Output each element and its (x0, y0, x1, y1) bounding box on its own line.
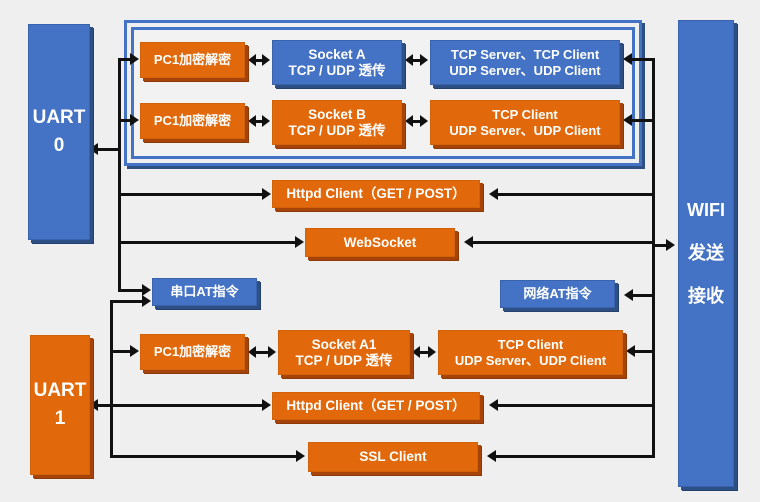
socket-b-network-line1: TCP Client (492, 107, 558, 123)
uart0-return-arrow (89, 143, 98, 155)
wifi-bus-vertical (652, 58, 655, 458)
socket-a1-network-line2: UDP Server、UDP Client (454, 352, 607, 368)
socket-a1-line1: Socket A1 (311, 336, 377, 352)
pc1-crypto-socket-b[interactable]: PC1加密解密 (140, 103, 245, 139)
pc1-crypto-socket-a1-label: PC1加密解密 (153, 344, 232, 360)
wifi-bus-to-wifi (652, 244, 668, 247)
wifi-bus-branch-websocket-arrow (464, 236, 473, 248)
wifi-bus-branch-httpd1-arrow (489, 399, 498, 411)
socket-b-network-roles[interactable]: TCP Client UDP Server、UDP Client (430, 100, 620, 145)
uart1-block[interactable]: UART 1 (30, 335, 90, 475)
uart1-branch-httpd-arrow (262, 399, 271, 411)
uart0-branch-websocket-arrow (295, 236, 304, 248)
wifi-bus-branch-row2 (631, 119, 655, 122)
pc1-crypto-socket-b-label: PC1加密解密 (153, 113, 232, 129)
uart0-block[interactable]: UART 0 (28, 24, 90, 240)
uart0-branch-row1-arrow (130, 53, 139, 65)
ssl-client-block[interactable]: SSL Client (308, 442, 478, 472)
socket-a-line1: Socket A (308, 46, 366, 62)
network-at-command-label: 网络AT指令 (523, 286, 592, 302)
uart1-label-line1: UART (33, 379, 87, 401)
uart0-label-line1: UART (32, 106, 86, 128)
wifi-bus-branch-httpd1 (497, 404, 655, 407)
uart1-branch-httpd (97, 404, 264, 407)
wifi-bus-branch-httpd0-arrow (489, 188, 498, 200)
websocket-label: WebSocket (343, 234, 417, 250)
wifi-block[interactable]: WIFI 发送 接收 (678, 20, 734, 487)
uart1-branch-serial-at-arrow (142, 295, 151, 307)
socket-a-network-bidir (405, 54, 428, 66)
uart0-label-line2: 0 (53, 135, 65, 156)
websocket-block[interactable]: WebSocket (305, 228, 455, 257)
uart0-branch-serial-at (118, 289, 144, 292)
wifi-label-line3: 接收 (688, 286, 724, 307)
wifi-bus-branch-ssl-arrow (487, 450, 496, 462)
crypto-socket-b-bidir (248, 115, 270, 127)
wifi-bus-branch-network-at (632, 294, 655, 297)
socket-b-block[interactable]: Socket B TCP / UDP 透传 (272, 100, 402, 145)
socket-a-network-roles[interactable]: TCP Server、TCP Client UDP Server、UDP Cli… (430, 40, 620, 85)
serial-at-command-label: 串口AT指令 (170, 284, 239, 300)
socket-a-block[interactable]: Socket A TCP / UDP 透传 (272, 40, 402, 85)
socket-a1-network-roles[interactable]: TCP Client UDP Server、UDP Client (438, 330, 623, 375)
uart0-branch-httpd (118, 193, 264, 196)
socket-b-line1: Socket B (308, 106, 366, 122)
wifi-bus-branch-websocket (472, 241, 655, 244)
uart1-branch-ssl (110, 455, 298, 458)
uart1-branch-ssl-arrow (296, 450, 305, 462)
uart0-branch-websocket (118, 241, 297, 244)
crypto-socket-a1-bidir (248, 346, 276, 358)
socket-a1-block[interactable]: Socket A1 TCP / UDP 透传 (278, 330, 410, 375)
wifi-bus-branch-a1-arrow (626, 345, 635, 357)
uart1-bus-vertical (110, 300, 113, 458)
uart1-label-line2: 1 (54, 408, 66, 429)
wifi-bus-branch-httpd0 (497, 193, 655, 196)
socket-b-network-line2: UDP Server、UDP Client (449, 122, 601, 138)
uart0-return-line (97, 148, 121, 151)
ssl-client-label: SSL Client (359, 449, 427, 465)
wifi-bus-branch-a1 (634, 350, 655, 353)
socket-a1-network-bidir (412, 346, 436, 358)
wifi-label-line2: 发送 (688, 242, 724, 263)
pc1-crypto-socket-a1[interactable]: PC1加密解密 (140, 334, 245, 370)
uart0-branch-serial-at-arrow (142, 284, 151, 296)
wifi-bus-to-wifi-arrow (666, 239, 675, 251)
socket-a-network-line2: UDP Server、UDP Client (449, 62, 601, 78)
socket-a-network-line1: TCP Server、TCP Client (450, 47, 600, 63)
wifi-bus-branch-row2-arrow (623, 114, 632, 126)
wifi-bus-branch-network-at-arrow (624, 289, 633, 301)
wifi-label-line1: WIFI (687, 199, 725, 220)
socket-b-network-bidir (405, 115, 428, 127)
socket-a1-network-line1: TCP Client (497, 337, 564, 353)
socket-b-line2: TCP / UDP 透传 (288, 122, 386, 138)
socket-a1-line2: TCP / UDP 透传 (295, 352, 393, 368)
wifi-bus-branch-row1-arrow (623, 53, 632, 65)
crypto-socket-a-bidir (248, 54, 270, 66)
uart1-branch-serial-at (110, 300, 144, 303)
uart1-branch-crypto (110, 350, 132, 353)
httpd-client-uart0[interactable]: Httpd Client（GET / POST） (272, 180, 480, 208)
httpd-client-uart1-label: Httpd Client（GET / POST） (286, 398, 466, 414)
wifi-bus-branch-ssl (495, 455, 655, 458)
uart0-bus-vertical (118, 58, 121, 292)
network-at-command[interactable]: 网络AT指令 (500, 280, 615, 308)
serial-at-command[interactable]: 串口AT指令 (152, 278, 257, 306)
pc1-crypto-socket-a[interactable]: PC1加密解密 (140, 42, 245, 78)
socket-a-line2: TCP / UDP 透传 (288, 62, 386, 78)
uart0-branch-row2 (118, 119, 132, 122)
pc1-crypto-socket-a-label: PC1加密解密 (153, 52, 232, 68)
httpd-client-uart0-label: Httpd Client（GET / POST） (286, 186, 466, 202)
uart0-branch-row1 (118, 58, 132, 61)
wifi-bus-branch-row1 (631, 58, 655, 61)
uart1-branch-crypto-arrow (130, 345, 139, 357)
uart1-return-arrow (89, 399, 98, 411)
httpd-client-uart1[interactable]: Httpd Client（GET / POST） (272, 392, 480, 420)
uart0-branch-httpd-arrow (262, 188, 271, 200)
uart0-branch-row2-arrow (130, 114, 139, 126)
